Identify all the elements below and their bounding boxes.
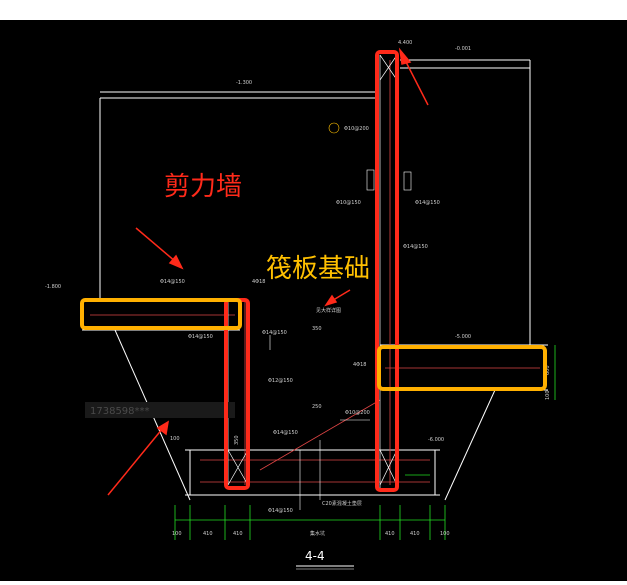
elevation-label: -1.800 <box>45 284 61 290</box>
dim-label: 100 <box>172 531 182 537</box>
arrow-head <box>156 420 170 436</box>
dim-label: 集水坑 <box>310 530 325 537</box>
elevation-label: -5.000 <box>455 334 471 340</box>
dimension-lines <box>174 345 556 540</box>
dim-label: 410 <box>203 531 213 537</box>
dim-label: 100 <box>440 531 450 537</box>
elevation-label: -6.000 <box>428 437 444 443</box>
rebar-lines <box>90 60 540 485</box>
rebar-label: Φ14@150 <box>262 330 287 336</box>
dim-label: 250 <box>312 404 322 410</box>
elevation-label: -1.300 <box>236 80 252 86</box>
rebar-label: C20素混凝土垫层 <box>322 500 362 507</box>
watermark-text: 1738598*** <box>90 406 150 417</box>
shear-wall-annotation: 剪力墙 <box>164 172 242 202</box>
raft-left-highlight <box>80 298 242 330</box>
rebar-label: Φ14@150 <box>268 508 293 514</box>
dim-label: 600 <box>545 365 551 375</box>
elevation-label: -0.001 <box>455 46 471 52</box>
rebar-label: Φ14@150 <box>273 430 298 436</box>
shear-wall-right-highlight <box>375 50 399 492</box>
rebar-labels: Φ10@200 Φ10@150 Φ14@150 Φ14@150 Φ14@150 … <box>160 126 440 514</box>
rebar-label: Φ10@150 <box>336 200 361 206</box>
dim-label: 410 <box>385 531 395 537</box>
raft-right-highlight <box>377 345 547 391</box>
rebar-label: Φ10@200 <box>344 126 369 132</box>
arrow-head <box>324 294 338 307</box>
dim-label: 410 <box>233 531 243 537</box>
vertical-dimension-labels: 600 100 300 100 250 350 350 <box>162 326 551 445</box>
misc-markers <box>269 122 412 510</box>
rebar-label: Φ14@150 <box>160 279 185 285</box>
rebar-label: 4Φ18 <box>252 279 265 285</box>
rebar-label: 见大样详图 <box>316 307 341 314</box>
dim-label: 350 <box>312 326 322 332</box>
rebar-label: Φ14@150 <box>403 244 428 250</box>
arrow-head <box>398 47 412 65</box>
rebar-label: Φ14@150 <box>188 334 213 340</box>
annotation-arrows <box>107 47 429 496</box>
section-title: 4-4 <box>305 549 325 563</box>
dim-label: 350 <box>234 435 240 445</box>
dim-label: 410 <box>410 531 420 537</box>
rebar-label: Φ12@150 <box>268 378 293 384</box>
rebar-label: 4Φ18 <box>353 362 366 368</box>
section-drawing: 100 410 410 集水坑 410 410 100 600 100 300 … <box>45 40 556 570</box>
rebar-label: Φ14@150 <box>415 200 440 206</box>
dim-label: 100 <box>170 436 180 442</box>
watermark-box <box>85 402 235 418</box>
elevation-labels: 4.400 -0.001 -1.300 -1.800 -5.000 -6.000 <box>45 40 471 443</box>
rebar-label: Φ10@200 <box>345 410 370 416</box>
bottom-dimension-labels: 100 410 410 集水坑 410 410 100 <box>172 530 450 537</box>
raft-foundation-annotation: 筏板基础 <box>266 254 370 284</box>
dim-label: 100 <box>545 390 551 400</box>
arrow-head <box>168 254 184 270</box>
arrow-line <box>135 227 177 263</box>
arrow-line <box>404 59 429 106</box>
cad-drawing-canvas: 100 410 410 集水坑 410 410 100 600 100 300 … <box>0 20 627 581</box>
elevation-label: 4.400 <box>398 40 412 46</box>
arrow-line <box>107 427 164 496</box>
